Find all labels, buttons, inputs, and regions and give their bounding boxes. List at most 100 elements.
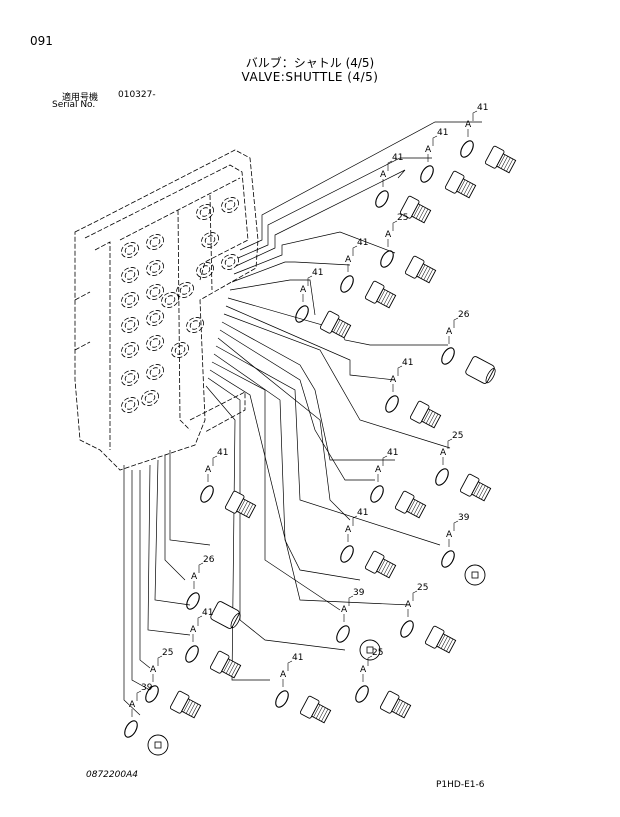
valve-port-inner	[124, 245, 136, 255]
pilot-line	[164, 455, 186, 581]
thread-line	[425, 411, 433, 424]
pilot-line	[209, 369, 411, 606]
valve-port-inner	[144, 393, 156, 403]
pilot-line	[221, 321, 395, 461]
thread-line	[240, 501, 248, 514]
thread-line	[438, 634, 446, 648]
part-number-label: 26	[458, 310, 470, 320]
valve-port-inner	[149, 263, 161, 273]
valve-port-inner	[124, 345, 136, 355]
valve-body-outline	[74, 291, 91, 301]
pilot-line	[207, 377, 346, 651]
fitting-plug: A39	[336, 588, 381, 661]
o-ring-marker-label: A	[425, 145, 432, 155]
fitting-elbow: A25	[355, 648, 412, 719]
o-ring	[370, 485, 384, 503]
thread-line	[341, 323, 349, 337]
valve-body-outline	[84, 164, 249, 281]
fitting-plug: A39	[124, 683, 169, 756]
leader-line	[198, 562, 204, 573]
pilot-line	[147, 464, 191, 636]
leader-line	[453, 317, 459, 328]
pilot-line	[139, 470, 151, 669]
leader-line	[432, 135, 438, 146]
thread-line	[460, 181, 468, 194]
o-ring	[340, 545, 354, 563]
thread-line	[380, 291, 388, 304]
pilot-line	[123, 465, 141, 716]
valve-port-inner	[204, 235, 216, 245]
thread-line	[463, 182, 471, 196]
serial-range: 010327-	[118, 90, 156, 100]
valve-port	[121, 242, 139, 258]
part-number-label: 41	[477, 103, 488, 113]
o-ring-marker-label: A	[345, 525, 352, 535]
o-ring	[336, 625, 350, 643]
part-number-label: 41	[392, 153, 403, 163]
thread-line	[498, 154, 506, 168]
plug-socket	[366, 646, 374, 654]
part-number-label: 39	[353, 588, 365, 598]
thread-line	[225, 661, 233, 674]
pilot-line	[217, 337, 351, 521]
valve-port	[121, 267, 139, 283]
fitting-elbow: A41	[200, 448, 257, 519]
thread-line	[191, 703, 199, 717]
thread-line	[420, 266, 428, 279]
pilot-line	[154, 459, 191, 606]
o-ring-marker-label: A	[360, 665, 367, 675]
o-ring-marker-label: A	[345, 255, 352, 265]
thread-line	[246, 503, 254, 517]
leader-line	[472, 110, 478, 121]
valve-port	[146, 335, 164, 351]
thread-line	[313, 704, 321, 718]
valve-port-inner	[124, 373, 136, 383]
valve-port	[141, 390, 159, 406]
thread-line	[428, 412, 436, 426]
thread-line	[183, 699, 191, 713]
thread-line	[413, 204, 421, 218]
o-ring	[275, 690, 289, 708]
part-number-label: 26	[203, 555, 215, 565]
fitting-elbow: A41	[275, 653, 332, 724]
thread-line	[395, 701, 403, 714]
thread-line	[228, 662, 236, 676]
valve-port-inner	[149, 287, 161, 297]
thread-line	[243, 502, 251, 516]
o-ring	[400, 620, 414, 638]
thread-line	[418, 207, 426, 221]
leader-line	[453, 520, 459, 531]
o-ring-marker-label: A	[280, 670, 287, 680]
leader-line	[412, 590, 418, 601]
thread-line	[446, 638, 454, 652]
leader-line	[447, 438, 453, 449]
valve-port-inner	[224, 257, 236, 267]
o-ring-marker-label: A	[446, 327, 453, 337]
pilot-line	[233, 231, 396, 275]
o-ring	[380, 250, 394, 268]
part-number-label: 25	[452, 431, 463, 441]
pilot-line-routing	[123, 121, 482, 716]
thread-line	[185, 701, 193, 714]
thread-line	[413, 502, 421, 516]
o-ring-marker-label: A	[465, 120, 472, 130]
fitting-adapter: A26	[186, 555, 241, 629]
thread-line	[393, 699, 401, 713]
o-ring	[441, 347, 455, 365]
valve-port	[146, 364, 164, 380]
page-number: 091	[30, 34, 53, 48]
pilot-line	[229, 279, 316, 316]
valve-port-inner	[124, 320, 136, 330]
leader-line	[197, 615, 203, 626]
thread-line	[398, 702, 406, 716]
fitting-elbow: A25	[380, 213, 437, 284]
thread-line	[380, 561, 388, 574]
thread-line	[318, 707, 326, 721]
part-number-label: 41	[437, 128, 448, 138]
part-number-label: 41	[202, 608, 213, 618]
leader-line	[212, 455, 218, 466]
valve-port	[201, 232, 219, 248]
valve-port	[221, 197, 239, 213]
fitting-elbow: A 41	[460, 103, 517, 174]
thread-line	[426, 268, 434, 282]
